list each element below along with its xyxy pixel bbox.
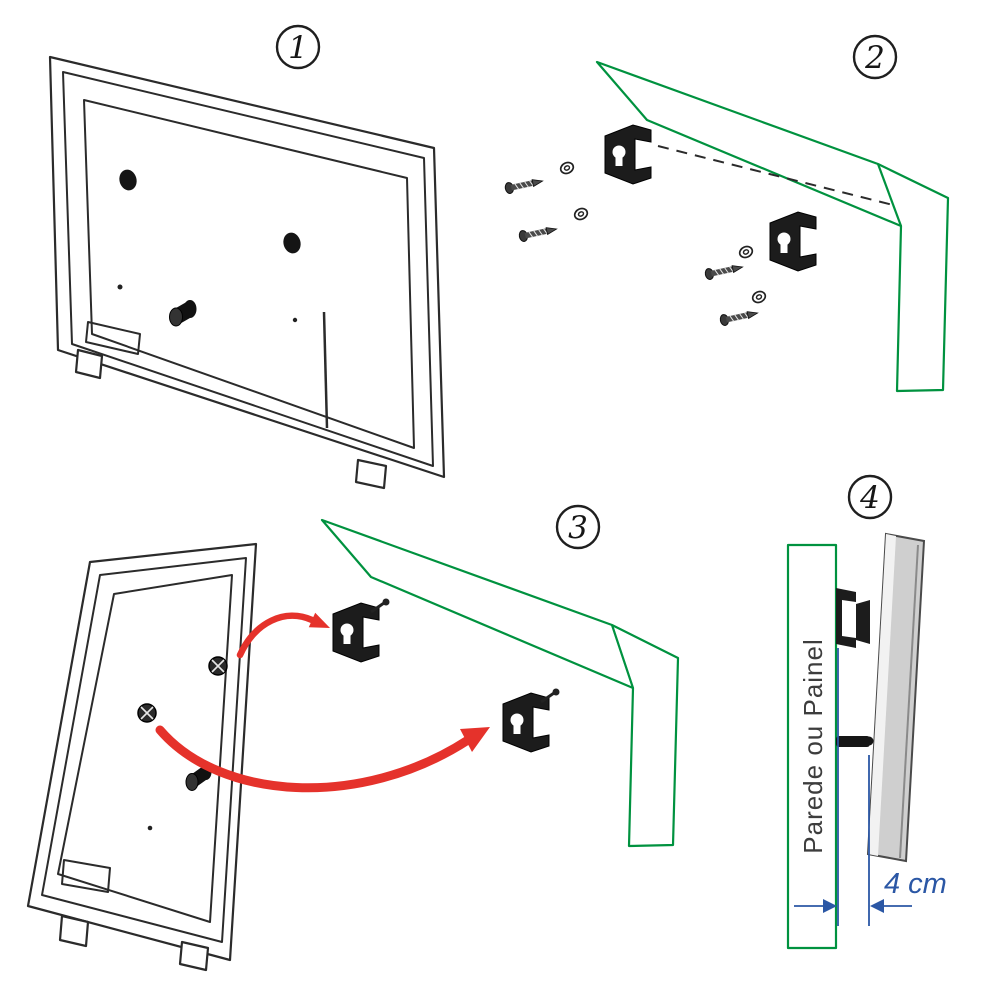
step-number-badge (852, 34, 898, 80)
step-1: 1 (48, 24, 446, 490)
mount-bracket-icon (769, 211, 817, 272)
tv-back-illustration (26, 542, 258, 972)
wall-strip (595, 60, 950, 393)
step-number: 3 (568, 510, 588, 546)
dimension-annotation: 4 cm (794, 648, 947, 926)
red-arrow-large (155, 725, 490, 793)
tv-back-illustration (48, 55, 446, 490)
mounted-screw-head (137, 703, 157, 723)
wall-strip (320, 518, 680, 848)
step-2: 2 (503, 34, 950, 393)
vent-slot (322, 311, 329, 429)
tv-foot (74, 348, 104, 380)
bracket-pin (370, 598, 390, 614)
vesa-hole (119, 169, 137, 191)
tv-foot (58, 914, 90, 948)
tv-back-cover-edge (868, 534, 896, 856)
tv-outer-frame (48, 55, 446, 479)
alignment-dashed-line (657, 145, 894, 206)
step-number-badge (847, 474, 893, 520)
washer-icon (558, 159, 576, 177)
step-number-badge (275, 24, 321, 70)
connector-panel (85, 321, 141, 355)
wall-screw-icon (718, 307, 760, 327)
dimension-arrowhead (870, 899, 884, 913)
tv-back-panel (57, 574, 233, 923)
screen-edge-line (899, 544, 919, 859)
step-number: 4 (859, 480, 880, 516)
wall-panel-label: Parede ou Painel (798, 638, 828, 853)
tv-outer-frame (26, 542, 258, 962)
rear-peg (169, 300, 197, 327)
step-number: 1 (288, 30, 308, 66)
wall-panel (786, 543, 838, 950)
wall-fold-line (610, 624, 635, 689)
tv-bezel-line (62, 71, 434, 467)
tv-back-panel (83, 99, 415, 449)
washer-icon (572, 205, 590, 223)
step-4: Parede ou Painel 4 cm 4 (786, 474, 947, 950)
wall-cleat-bracket (836, 588, 870, 648)
tv-foot (178, 940, 210, 972)
wall-screw-icon (517, 223, 559, 243)
connector-panel (61, 859, 111, 893)
dimension-arrowhead (823, 899, 837, 913)
tv-side-view (866, 532, 926, 863)
wall-screw-icon (703, 261, 745, 281)
dimension-label: 4 cm (884, 868, 947, 900)
wall-fold-line (876, 163, 903, 227)
screw-dot (292, 317, 298, 323)
mount-bracket-icon (604, 124, 652, 185)
screw-dot (147, 825, 153, 831)
red-arrow-small (236, 612, 330, 659)
tv-bezel-line (41, 557, 247, 943)
vesa-hole (283, 232, 301, 254)
step-number-badge (555, 504, 601, 550)
screw-dot (117, 284, 123, 290)
washer-icon (737, 243, 755, 261)
step-3: 3 (26, 504, 680, 972)
bracket-pin (540, 688, 560, 704)
mounted-screw-head (208, 656, 228, 676)
washer-icon (750, 288, 768, 306)
step-number: 2 (864, 40, 885, 76)
tv-foot (354, 458, 388, 490)
spacer-bolt (836, 736, 874, 747)
wall-screw-icon (503, 175, 545, 195)
